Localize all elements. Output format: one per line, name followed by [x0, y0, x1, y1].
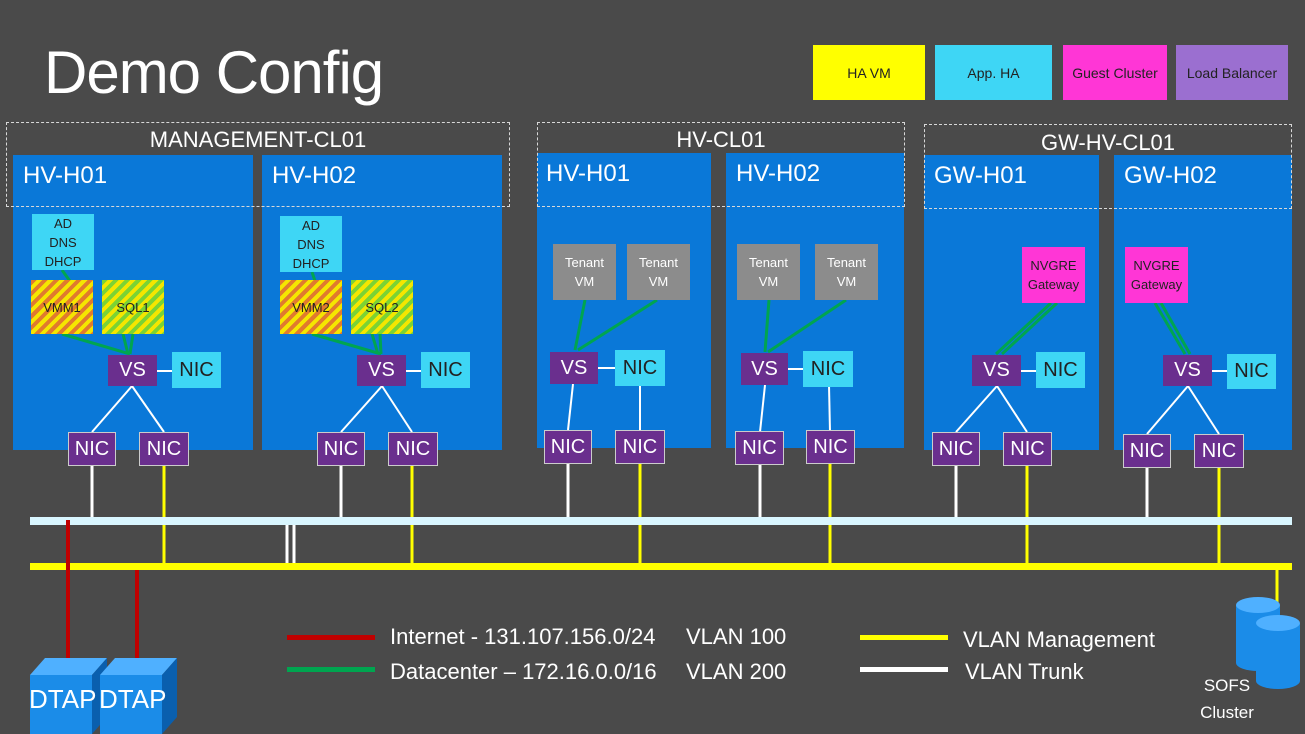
page-title: Demo Config [44, 39, 384, 106]
nic-physical: NIC [1123, 434, 1171, 468]
nic-logical: NIC [421, 352, 470, 388]
nic-logical: NIC [172, 352, 221, 388]
sofs-label-line2: Cluster [1200, 703, 1254, 722]
host-name: GW-H01 [934, 162, 1027, 189]
legend-line-datacenter [287, 667, 375, 672]
dns-label: DNS [297, 236, 325, 252]
legend-load-balancer: Load Balancer [1176, 45, 1288, 100]
dtap-label: DTAP [29, 684, 97, 714]
gateway-label: Gateway [1027, 277, 1080, 292]
cluster-label-gw: GW-HV-CL01 [1040, 130, 1176, 155]
cluster-management [6, 122, 510, 207]
nic-physical: NIC [1194, 434, 1244, 468]
cluster-gw [924, 124, 1292, 209]
vm-label: VM [648, 274, 669, 289]
legend-line-trunk [860, 667, 948, 672]
cluster-hv [537, 122, 905, 207]
nic-logical: NIC [1036, 352, 1085, 388]
dhcp-label: DHCP [292, 255, 330, 271]
vlan-management-bar [30, 563, 1292, 570]
nic-logical: NIC [615, 350, 665, 386]
dhcp-label: DHCP [44, 253, 82, 269]
vmm2-box: VMM2 [280, 280, 342, 334]
nic-physical: NIC [735, 431, 784, 465]
legend-ha-vm: HA VM [813, 45, 925, 100]
nic-physical: NIC [615, 430, 665, 464]
tenant-label: Tenant [638, 255, 679, 270]
nic-physical: NIC [68, 432, 116, 466]
nic-logical: NIC [803, 351, 853, 387]
legend-line-management [860, 635, 948, 640]
nvgre-gateway-box: NVGRE Gateway [1125, 247, 1188, 303]
nic-physical: NIC [388, 432, 438, 466]
sql1-box: SQL1 [102, 280, 164, 334]
legend-line-internet [287, 635, 375, 640]
host-panel-hv-h01 [537, 153, 711, 448]
virtual-switch: VS [550, 352, 598, 384]
host-name: HV-H01 [546, 160, 631, 187]
tenant-label: Tenant [748, 255, 789, 270]
cluster-label-hv: HV-CL01 [676, 127, 766, 152]
host-name: HV-H02 [272, 162, 357, 189]
vm-label: VM [758, 274, 779, 289]
tenant-label: Tenant [826, 255, 867, 270]
nic-physical: NIC [1003, 432, 1052, 466]
host-name: GW-H02 [1124, 162, 1217, 189]
management-drops [162, 464, 1279, 605]
ad-label: AD [53, 215, 73, 231]
nvgre-label: NVGRE [1030, 258, 1077, 273]
vm-label: VM [836, 274, 857, 289]
nic-physical: NIC [139, 432, 189, 466]
legend-internet-label: Internet - 131.107.156.0/24 [390, 624, 656, 649]
nic-physical: NIC [544, 430, 592, 464]
nvgre-gateway-box: NVGRE Gateway [1022, 247, 1085, 303]
tenant-label: Tenant [564, 255, 605, 270]
nvgre-label: NVGRE [1133, 258, 1180, 273]
sofs-label-line1: SOFS [1203, 676, 1251, 695]
legend-datacenter-label: Datacenter – 172.16.0.0/16 [390, 659, 657, 684]
dtap-label: DTAP [99, 684, 167, 714]
gateway-label: Gateway [1130, 277, 1183, 292]
nic-physical: NIC [806, 430, 855, 464]
virtual-switch: VS [108, 355, 157, 386]
sofs-label: SOFS Cluster [1195, 672, 1259, 726]
ad-dns-dhcp-box: AD DNS DHCP [280, 216, 342, 272]
legend-internet-vlan: VLAN 100 [686, 624, 787, 649]
legend-trunk-label: VLAN Trunk [965, 659, 1084, 684]
nic-physical: NIC [932, 432, 980, 466]
ad-dns-dhcp-box: AD DNS DHCP [32, 214, 94, 270]
sql2-box: SQL2 [351, 280, 413, 334]
ad-label: AD [301, 217, 321, 233]
nic-physical: NIC [317, 432, 365, 466]
vlan-trunk-bar [30, 517, 1292, 525]
internet-links [66, 520, 139, 668]
dtap-boxes [30, 658, 177, 734]
nic-logical: NIC [1227, 354, 1276, 389]
legend-datacenter-vlan: VLAN 200 [686, 659, 787, 684]
sofs-cylinders-icon [1236, 597, 1300, 689]
vmm1-box: VMM1 [31, 280, 93, 334]
legend-management-label: VLAN Management [963, 627, 1155, 652]
vm-label: VM [574, 274, 595, 289]
virtual-switch: VS [1163, 355, 1212, 386]
cluster-label-management: MANAGEMENT-CL01 [149, 127, 367, 152]
legend-guest-cluster: Guest Cluster [1063, 45, 1167, 100]
vs-links [91, 367, 1227, 435]
host-name: HV-H02 [736, 160, 821, 187]
datacenter-links [60, 269, 1192, 356]
trunk-drops [90, 464, 1149, 567]
virtual-switch: VS [357, 355, 406, 386]
virtual-switch: VS [741, 353, 788, 385]
dns-label: DNS [49, 234, 77, 250]
host-name: HV-H01 [23, 162, 108, 189]
host-panel-hv-h02 [726, 153, 904, 448]
virtual-switch: VS [972, 355, 1021, 386]
legend-app-ha: App. HA [935, 45, 1052, 100]
